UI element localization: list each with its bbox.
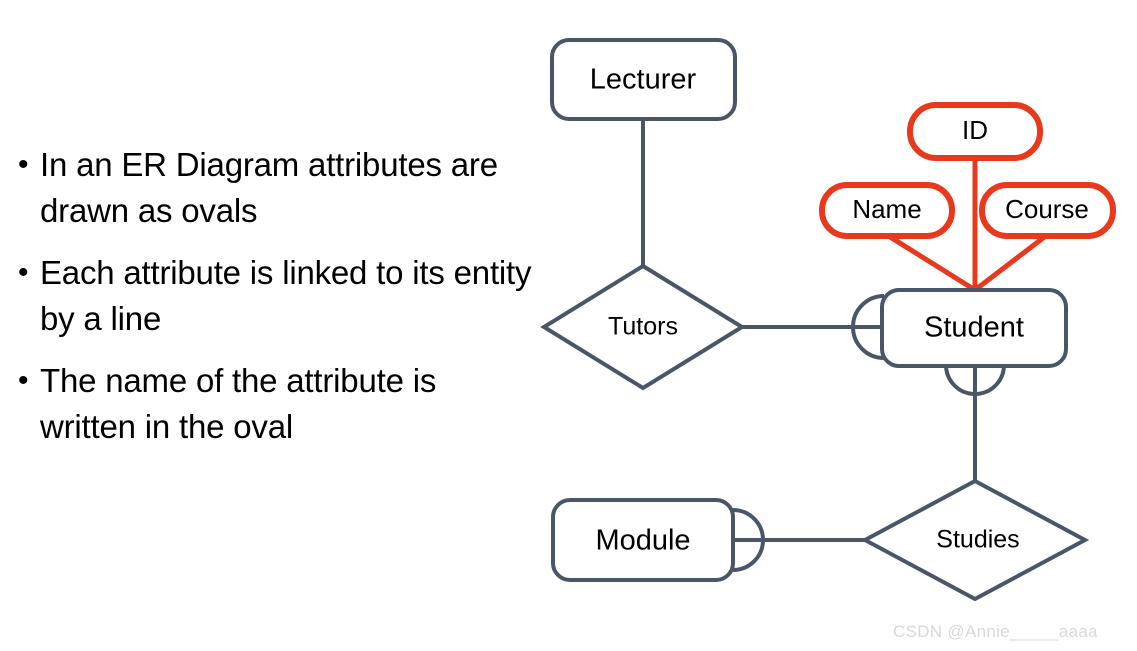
bullet-marker: • xyxy=(18,364,29,397)
attribute-label-id: ID xyxy=(962,115,988,145)
bullet-text: Each attribute is linked to its entity b… xyxy=(40,254,532,337)
list-item: • In an ER Diagram attributes are drawn … xyxy=(18,142,538,234)
bullet-list: • In an ER Diagram attributes are drawn … xyxy=(18,142,538,466)
relationship-label-studies: Studies xyxy=(936,526,1019,554)
edge-course-student xyxy=(973,233,1049,292)
list-item: • Each attribute is linked to its entity… xyxy=(18,250,538,342)
bullet-text: The name of the attribute is written in … xyxy=(40,362,437,445)
attribute-label-name: Name xyxy=(852,194,921,224)
entity-label-module: Module xyxy=(595,525,690,557)
attribute-id[interactable] xyxy=(907,102,1043,161)
entity-lecturer[interactable] xyxy=(550,38,737,121)
bullet-marker: • xyxy=(18,256,29,289)
bullet-marker: • xyxy=(18,148,29,181)
edge-name-student xyxy=(885,232,977,293)
list-item: • The name of the attribute is written i… xyxy=(18,358,538,450)
attribute-name[interactable] xyxy=(819,182,955,239)
attribute-course[interactable] xyxy=(979,182,1116,239)
attribute-label-course: Course xyxy=(1005,194,1089,224)
entity-label-lecturer: Lecturer xyxy=(590,64,697,96)
cardinality-arc-student-bottom xyxy=(944,364,1006,396)
entity-module[interactable] xyxy=(551,498,735,582)
relationship-tutors[interactable] xyxy=(540,263,746,391)
relationship-label-tutors: Tutors xyxy=(608,313,678,341)
watermark-text: CSDN @Annie_____aaaa xyxy=(893,622,1098,641)
bullet-text: In an ER Diagram attributes are drawn as… xyxy=(40,146,498,229)
entity-label-student: Student xyxy=(924,312,1024,344)
entity-student[interactable] xyxy=(880,288,1068,368)
relationship-studies[interactable] xyxy=(860,478,1090,602)
